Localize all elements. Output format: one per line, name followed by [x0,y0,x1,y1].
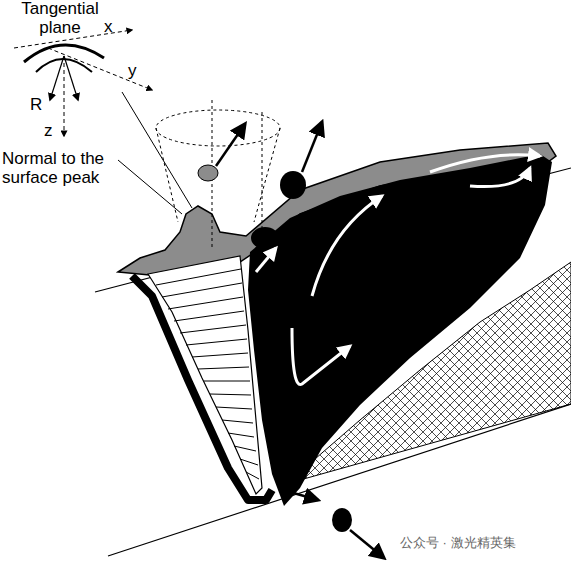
radius-label: R [30,96,48,115]
droplet [332,508,352,532]
axis-label: x [104,18,120,37]
droplet [251,227,279,249]
ejection-arrow [350,530,384,558]
droplet [198,165,218,181]
ejection-arrow [216,124,245,166]
callout-label: Normal to the surface peak [2,150,122,187]
leader-line [122,92,192,208]
keyhole-stripes [156,269,259,479]
axis-label: z [44,122,60,141]
ejection-arrow [302,122,322,172]
droplet [280,171,306,199]
watermark: 公众号 · 激光精英集 [400,536,565,550]
flow-arrows [256,155,540,385]
figure-label: Tangential plane [8,0,112,37]
melt-pool [248,154,552,506]
keyhole-wall [132,276,272,500]
axis-label: y [128,62,144,81]
leader-line [118,160,182,214]
ejection-arrow [290,492,318,500]
beam-cone [156,100,280,250]
keyhole [148,256,262,494]
tangential-plane-sketch [14,30,152,136]
